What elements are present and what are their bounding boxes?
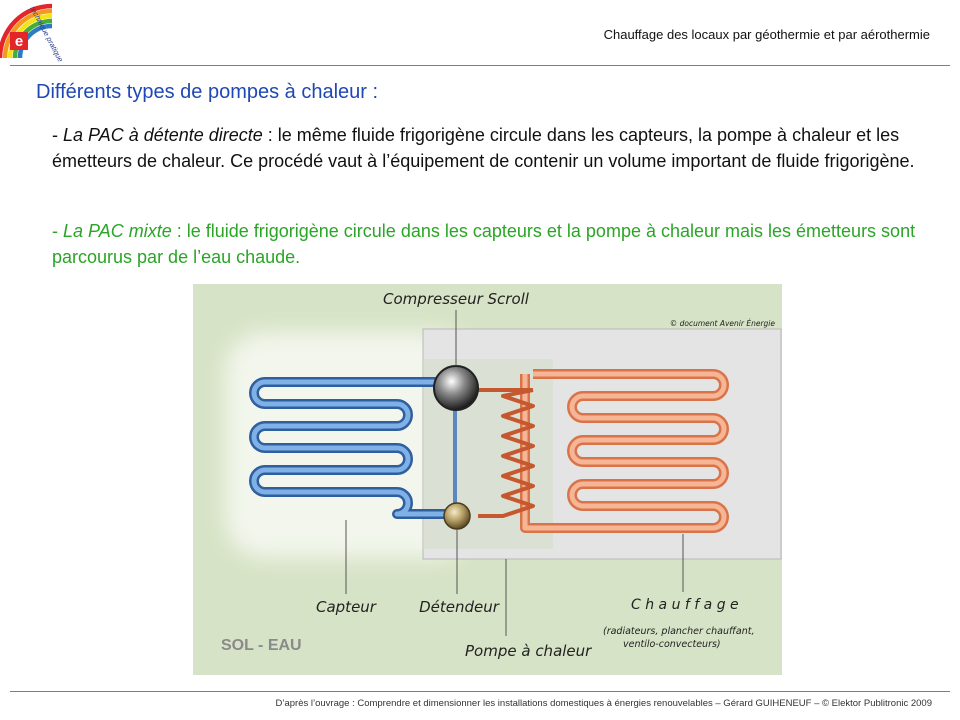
diagram-credit: © document Avenir Énergie	[670, 319, 776, 328]
term-detente-directe: La PAC à détente directe	[63, 125, 263, 145]
heat-pump-diagram: Compresseur Scroll © document Avenir Éne…	[193, 284, 782, 675]
paragraph-pac-mixte: - La PAC mixte : le fluide frigorigène c…	[52, 221, 916, 267]
chauffage-sub-1: (radiateurs, plancher chauffant,	[603, 626, 754, 637]
system-type-label: SOL - EAU	[221, 637, 302, 654]
slide-title: Différents types de pompes à chaleur :	[36, 81, 379, 103]
compressor-icon	[433, 365, 479, 411]
svg-text:e: e	[15, 33, 23, 50]
pompe-label: Pompe à chaleur	[465, 642, 592, 660]
chauffage-label: C h a u f f a g e	[631, 597, 739, 613]
detendeur-label: Détendeur	[419, 598, 500, 616]
chauffage-sub-2: ventilo-convecteurs)	[623, 639, 721, 650]
footer-source: D’après l’ouvrage : Comprendre et dimens…	[275, 698, 933, 709]
expansion-valve-icon	[443, 502, 471, 530]
paragraph-detente-directe: - La PAC à détente directe : le même flu…	[52, 125, 915, 171]
compressor-label: Compresseur Scroll	[383, 290, 530, 308]
capteur-label: Capteur	[316, 598, 377, 616]
term-pac-mixte: La PAC mixte	[63, 221, 172, 241]
header-divider	[10, 65, 950, 66]
header-title: Chauffage des locaux par géothermie et p…	[603, 27, 930, 42]
footer-divider	[10, 691, 950, 692]
technique-pratique-logo: e technique pratique	[0, 3, 65, 62]
